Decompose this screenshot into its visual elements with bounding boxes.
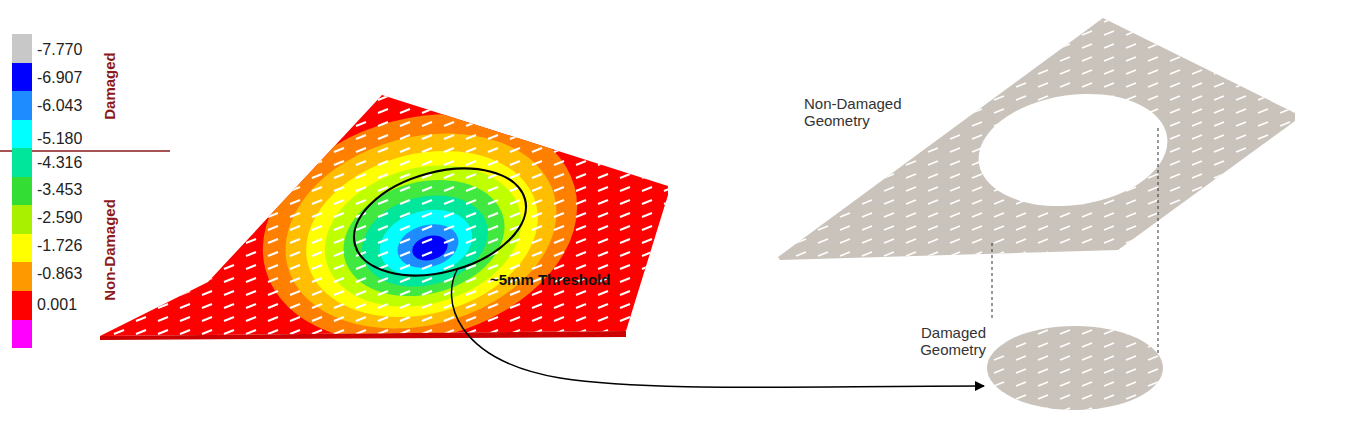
legend-value: -3.453 [37, 182, 82, 198]
legend-swatch [12, 291, 32, 320]
non-damaged-plate [778, 18, 1295, 260]
zone-label: Damaged [102, 52, 117, 120]
legend-value: -5.180 [37, 131, 82, 147]
legend-swatch [12, 120, 32, 149]
zone-label: Non-Damaged [102, 199, 117, 301]
extraction-arrow [452, 268, 984, 387]
legend-value: -6.043 [37, 98, 82, 114]
geometry-label: Non-Damaged Geometry [804, 95, 922, 130]
legend-value: -6.907 [37, 70, 82, 86]
legend-swatch [12, 262, 32, 291]
plate-slots [778, 18, 1295, 260]
contour-bands [90, 80, 680, 376]
legend-value: -2.590 [37, 210, 82, 226]
legend-value: -1.726 [37, 238, 82, 254]
legend-value: -7.770 [37, 42, 82, 58]
threshold-label: ~5mm Threshold [490, 271, 650, 288]
legend-swatch [12, 148, 32, 177]
legend-swatch [12, 63, 32, 92]
projection-line [992, 243, 993, 318]
legend-swatch [12, 205, 32, 234]
removed-hole [971, 82, 1174, 217]
legend-value: -0.863 [37, 266, 82, 282]
legend-swatch [12, 177, 32, 206]
legend-swatch [12, 234, 32, 263]
legend-value: 0.001 [37, 297, 77, 313]
legend-swatch [12, 319, 32, 348]
piece-slots [985, 324, 1165, 414]
projection-line [1158, 128, 1159, 354]
legend-swatch [12, 34, 32, 63]
legend-value: -4.316 [37, 155, 82, 171]
geometry-label: Damaged Geometry [900, 324, 986, 359]
legend-swatch [12, 91, 32, 120]
